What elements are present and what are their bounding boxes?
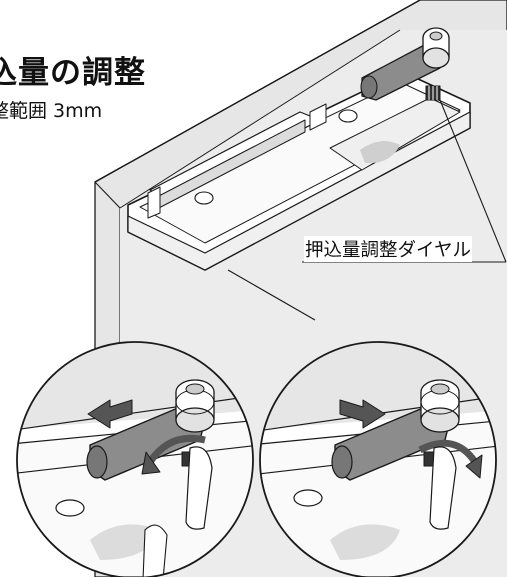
detail-right — [259, 341, 497, 577]
detail-left — [16, 341, 254, 577]
adjustment-range-text: 整範囲 3mm — [0, 100, 103, 122]
leader-lines — [227, 99, 507, 321]
closer-body — [127, 27, 471, 271]
dial-callout-label: 押込量調整ダイヤル — [304, 236, 472, 262]
page-title: 込量の調整 — [0, 55, 146, 91]
